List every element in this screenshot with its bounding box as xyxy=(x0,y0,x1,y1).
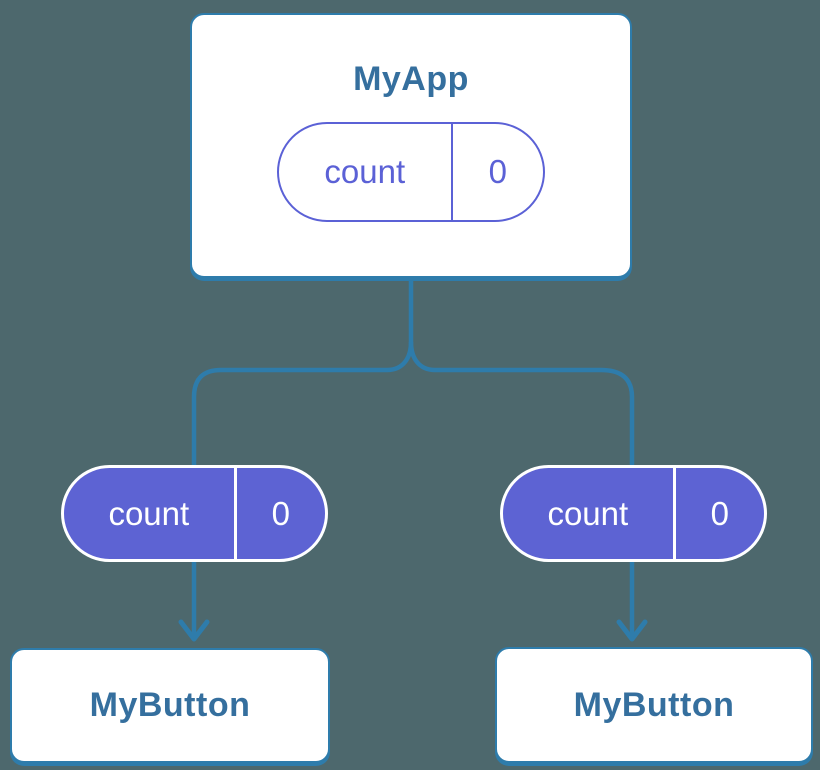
prop-pill-right-label: count xyxy=(503,468,676,559)
prop-pill-left-value: 0 xyxy=(271,495,290,532)
node-mybutton-right-title: MyButton xyxy=(573,685,735,724)
arrowhead-left-icon xyxy=(178,619,210,642)
edge-left-branch xyxy=(191,341,414,638)
edge-right-branch xyxy=(408,341,635,638)
prop-pill-right: count 0 xyxy=(500,465,767,562)
node-mybutton-left: MyButton xyxy=(10,648,330,763)
arrowhead-right-icon xyxy=(616,619,648,642)
node-myapp: MyApp count 0 xyxy=(190,13,632,278)
prop-pill-right-value: 0 xyxy=(710,495,729,532)
state-pill-label: count xyxy=(279,123,453,220)
node-mybutton-left-title: MyButton xyxy=(89,686,251,725)
node-myapp-title: MyApp xyxy=(353,60,469,98)
node-mybutton-right: MyButton xyxy=(495,647,813,763)
prop-pill-left: count 0 xyxy=(61,465,328,562)
prop-pill-left-label: count xyxy=(64,468,237,559)
state-pill-myapp: count 0 xyxy=(277,121,545,222)
state-pill-value: 0 xyxy=(488,153,507,191)
